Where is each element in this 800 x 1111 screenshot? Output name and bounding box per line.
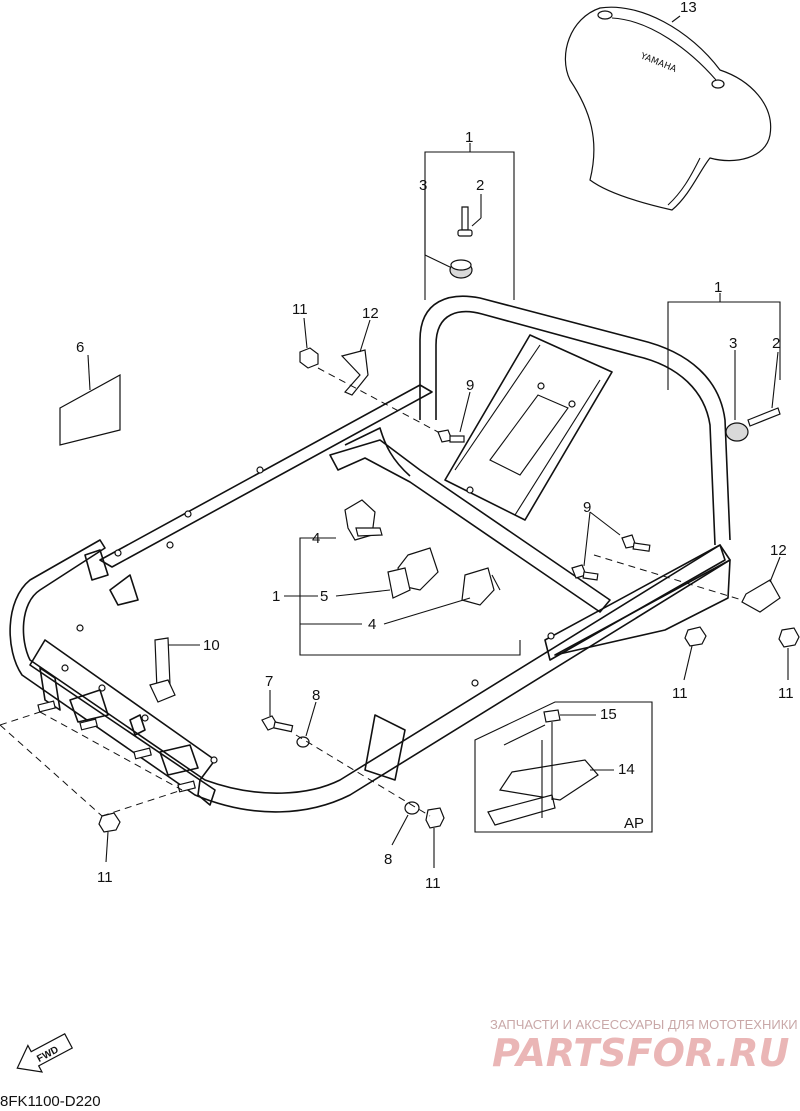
callout-11-lower: 11 xyxy=(425,875,441,892)
callout-7: 7 xyxy=(265,673,273,690)
diagram-code: 8FK1100-D220 xyxy=(0,1093,101,1110)
ap-inset xyxy=(474,701,653,833)
callout-9-upper: 9 xyxy=(466,377,474,394)
callout-15: 15 xyxy=(600,706,617,723)
callout-14: 14 xyxy=(618,761,635,778)
callout-11-left: 11 xyxy=(97,869,113,886)
seat-cushion-13: YAMAHA xyxy=(564,6,772,211)
fwd-arrow: FWD xyxy=(16,1033,74,1073)
frame-assembly xyxy=(9,295,731,813)
watermark-brand: PARTSFOR.RU xyxy=(492,1031,790,1075)
inset-label-ap: AP xyxy=(624,815,644,832)
callout-12-right: 12 xyxy=(770,542,787,559)
callout-9-right: 9 xyxy=(583,499,591,516)
bracket-right-group xyxy=(667,293,781,442)
leader-lines xyxy=(87,15,789,868)
callout-10: 10 xyxy=(203,637,220,654)
rail-holes xyxy=(61,466,555,764)
callout-13: 13 xyxy=(680,0,697,16)
install-lines xyxy=(0,367,743,817)
callout-3-top: 3 xyxy=(419,177,427,194)
hardware xyxy=(37,347,800,833)
callout-2-top: 2 xyxy=(476,177,484,194)
callout-12-upper: 12 xyxy=(362,305,379,322)
callout-1-right: 1 xyxy=(714,279,722,296)
callout-6: 6 xyxy=(76,339,84,356)
callout-4-upper: 4 xyxy=(312,530,320,547)
bracket-top-group xyxy=(424,143,515,300)
callout-4-lower: 4 xyxy=(368,616,376,633)
callout-11-upper: 11 xyxy=(292,301,308,318)
callout-1-top: 1 xyxy=(465,129,473,146)
callout-3-right: 3 xyxy=(729,335,737,352)
callout-11-right1: 11 xyxy=(672,685,688,702)
callout-11-right2: 11 xyxy=(778,685,794,702)
callout-2-right: 2 xyxy=(772,335,780,352)
callout-labels: 13 1 3 2 11 12 6 9 1 3 2 4 1 5 4 9 12 10… xyxy=(76,0,794,892)
callout-1-mid: 1 xyxy=(272,588,280,605)
clamps-4-5 xyxy=(344,499,501,606)
callout-5: 5 xyxy=(320,588,328,605)
watermark-tagline: ЗАПЧАСТИ И АКСЕССУАРЫ ДЛЯ МОТОТЕХНИКИ xyxy=(490,1017,798,1032)
callout-8-upper: 8 xyxy=(312,687,320,704)
watermark: ЗАПЧАСТИ И АКСЕССУАРЫ ДЛЯ МОТОТЕХНИКИ PA… xyxy=(490,1017,798,1075)
callout-8-lower: 8 xyxy=(384,851,392,868)
